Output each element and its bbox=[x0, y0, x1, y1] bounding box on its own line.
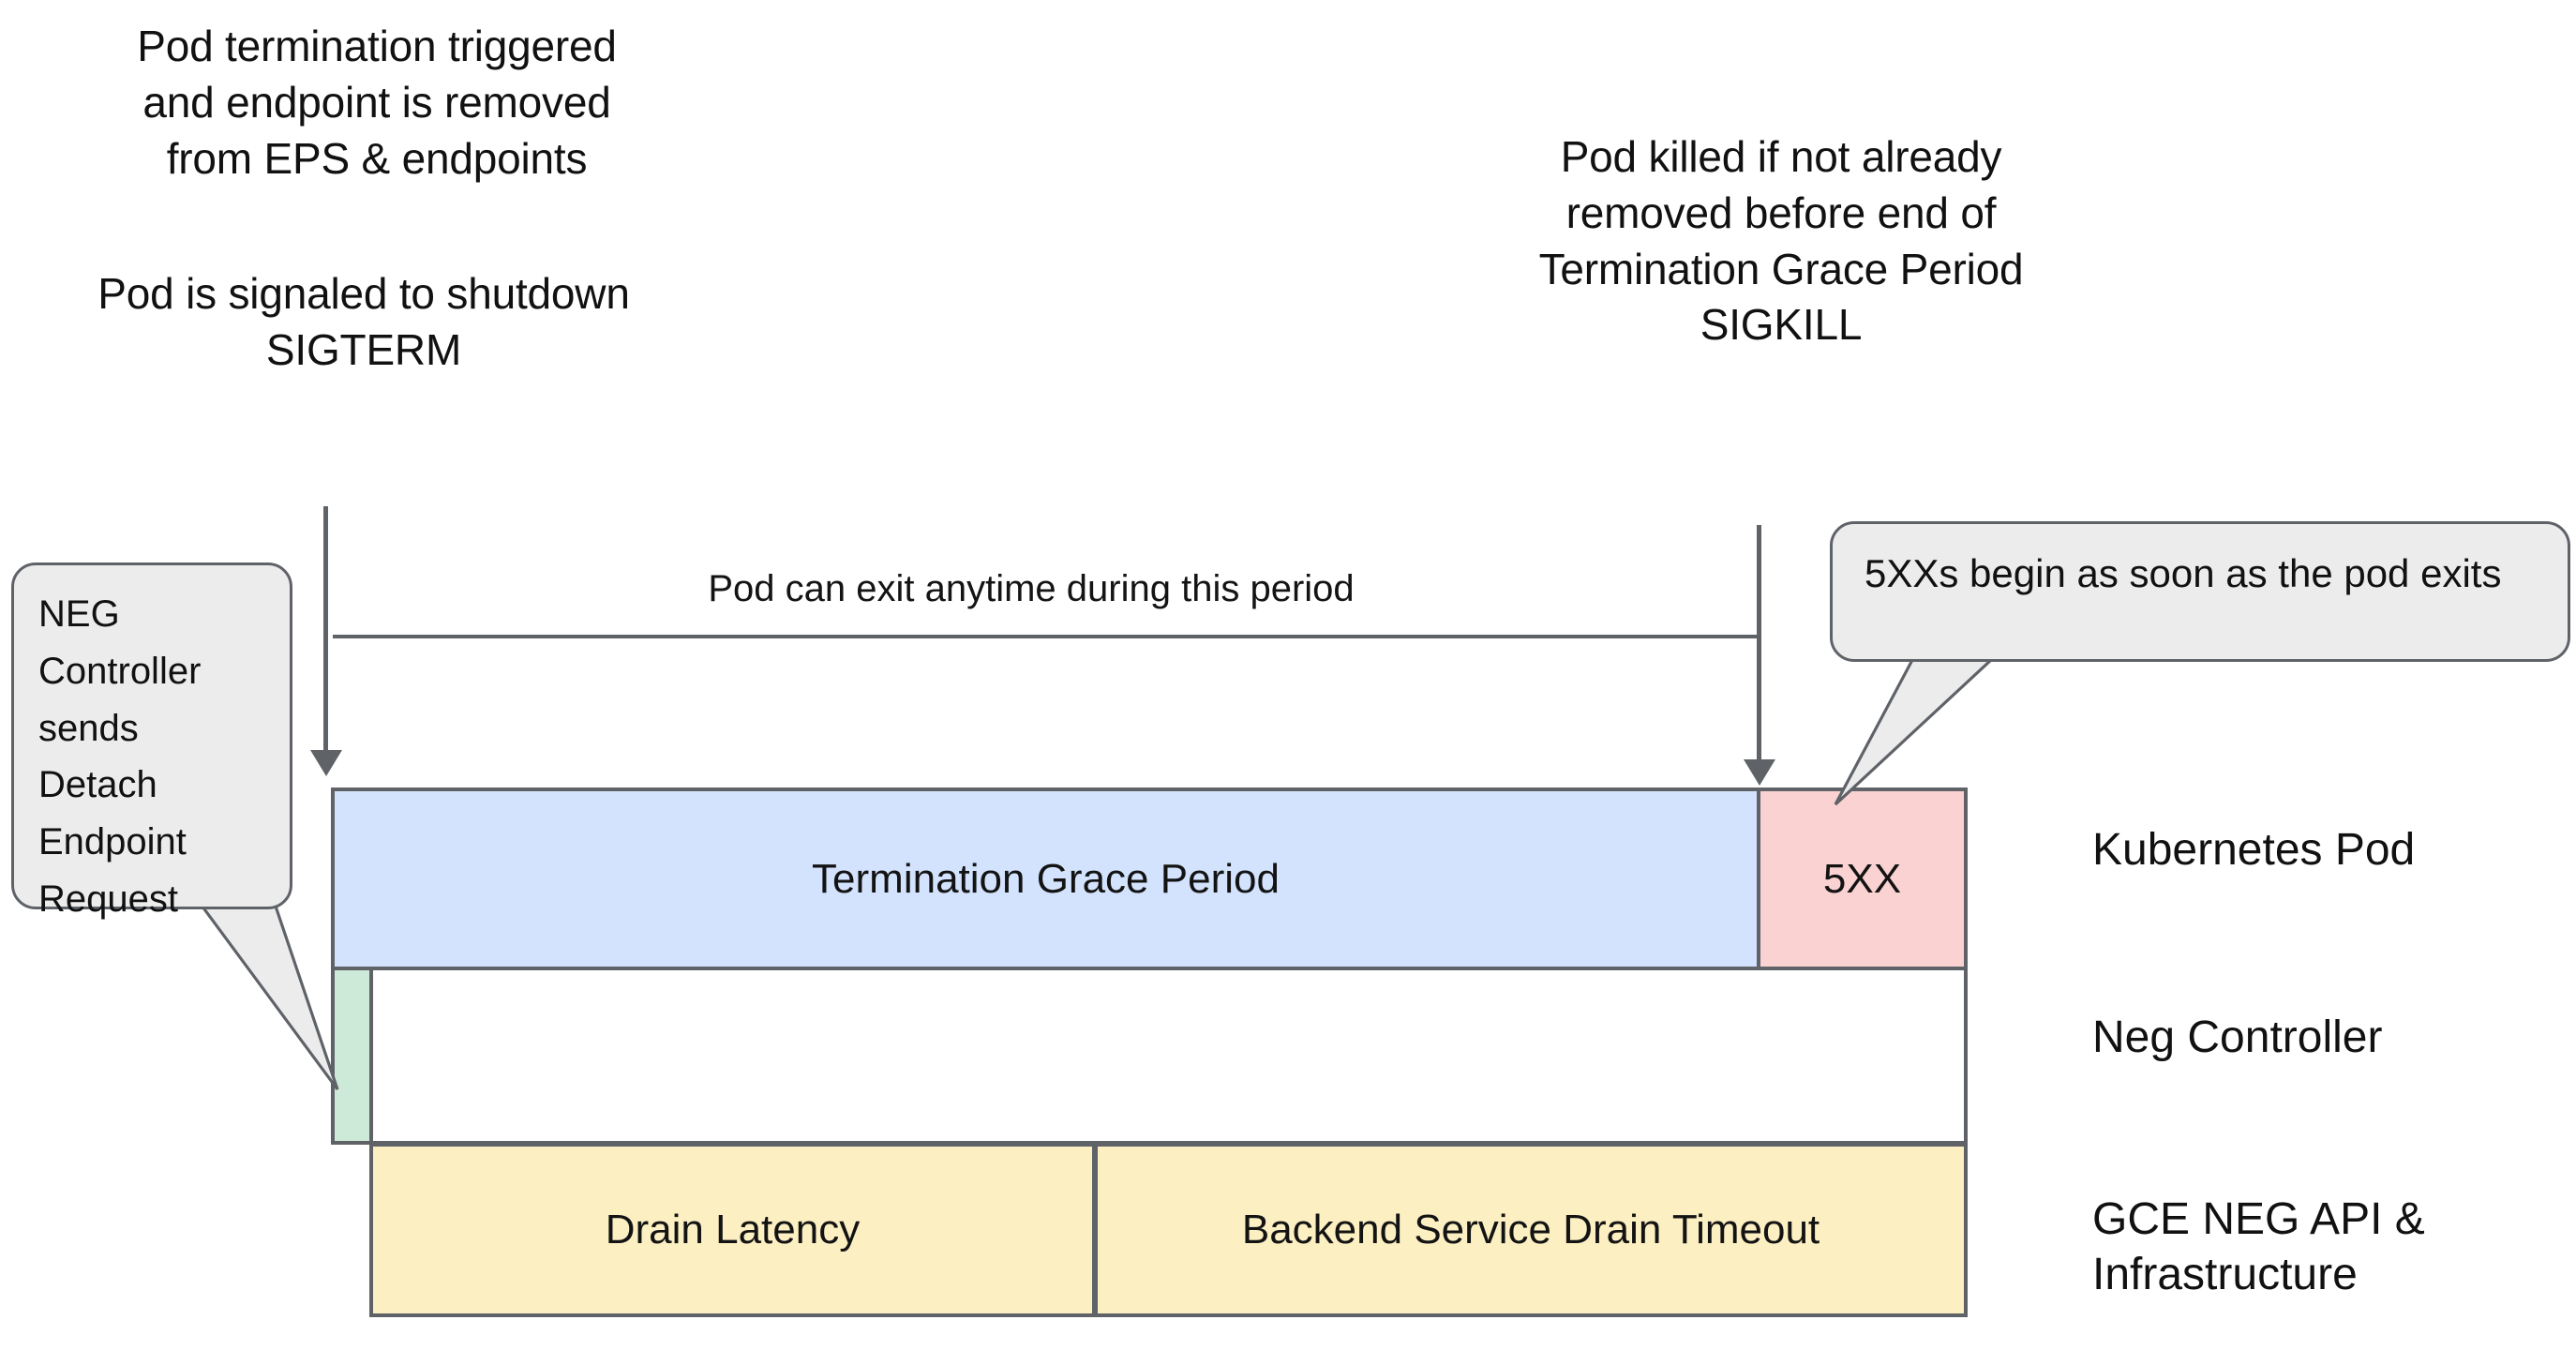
arrow-down-sigkill-icon bbox=[1757, 525, 1761, 761]
callout-neg-controller-detach-request: NEG Controller sends Detach Endpoint Req… bbox=[11, 562, 292, 920]
bar-5xx: 5XX bbox=[1757, 788, 1968, 970]
bar-backend-service-drain-timeout-label: Backend Service Drain Timeout bbox=[1241, 1207, 1820, 1252]
annotation-pod-termination-triggered: Pod termination triggered and endpoint i… bbox=[137, 22, 617, 183]
timeline-period-rule bbox=[333, 635, 1761, 638]
bar-drain-latency-label: Drain Latency bbox=[605, 1207, 861, 1252]
annotation-pod-signaled-shutdown: Pod is signaled to shutdown SIGTERM bbox=[97, 269, 630, 374]
bar-neg-detach-endpoint bbox=[331, 967, 373, 1145]
bar-drain-latency: Drain Latency bbox=[369, 1143, 1096, 1317]
lane-label-kubernetes-pod: Kubernetes Pod bbox=[2092, 825, 2416, 875]
bar-backend-service-drain-timeout: Backend Service Drain Timeout bbox=[1094, 1143, 1968, 1317]
arrow-down-termination-start-icon bbox=[323, 506, 328, 752]
callout-tail-5xx-icon bbox=[1834, 658, 1995, 806]
bar-neg-controller-lane bbox=[369, 967, 1968, 1145]
annotation-pod-killed-sigkill: Pod killed if not already removed before… bbox=[1538, 132, 2024, 350]
bar-termination-grace-period: Termination Grace Period bbox=[331, 788, 1760, 970]
bar-5xx-label: 5XX bbox=[1822, 855, 1902, 902]
lane-label-gce-neg-api: GCE NEG API & Infrastructure bbox=[2092, 1194, 2425, 1299]
timeline-period-label: Pod can exit anytime during this period bbox=[708, 568, 1355, 609]
bar-termination-grace-period-label: Termination Grace Period bbox=[812, 855, 1280, 902]
lane-label-neg-controller: Neg Controller bbox=[2092, 1012, 2383, 1062]
callout-5xx-begin: 5XXs begin as soon as the pod exits bbox=[1830, 521, 2570, 662]
